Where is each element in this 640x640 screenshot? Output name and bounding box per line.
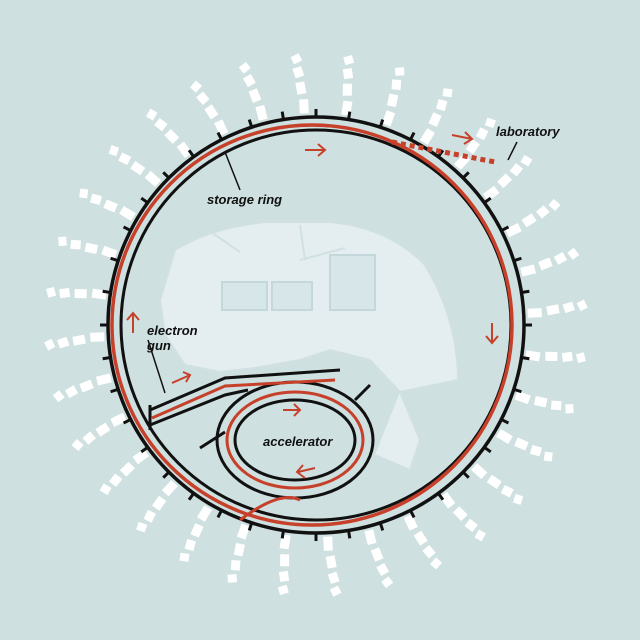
beamline: [381, 67, 405, 127]
beamline: [341, 55, 355, 116]
transfer-line: [239, 496, 301, 522]
ring-notch: [462, 471, 470, 479]
leader-lines: [147, 141, 518, 394]
ring-notch: [521, 289, 530, 294]
beamline: [482, 155, 533, 202]
beamline: [470, 463, 524, 505]
ring-notch: [140, 446, 149, 454]
beamline: [146, 108, 193, 159]
beamline: [364, 529, 394, 589]
ring-notch: [462, 171, 470, 179]
beamline: [227, 523, 251, 583]
ring-notch: [280, 111, 285, 120]
ring-notch: [513, 256, 522, 263]
ring-notch: [483, 446, 492, 454]
ring-notch: [102, 356, 111, 361]
beamline: [44, 332, 105, 351]
ring-notch: [102, 289, 111, 294]
ring-notch: [409, 509, 416, 519]
storage-ring-label: storage ring: [207, 192, 283, 207]
ring-notch: [437, 492, 445, 501]
laboratory-label: laboratory: [496, 124, 560, 139]
beamlines: [44, 53, 588, 597]
beamline: [527, 299, 588, 318]
beamline: [46, 286, 107, 300]
storage-ring-beam: [110, 123, 514, 527]
ring-notch: [378, 119, 385, 128]
beamline: [290, 53, 309, 114]
ring-notch: [378, 522, 385, 531]
central-building: [158, 221, 460, 472]
beamline: [514, 390, 574, 414]
electron-gun-line: [148, 368, 341, 522]
beamline: [71, 412, 127, 451]
ring-notch: [247, 522, 254, 531]
beamline: [99, 448, 150, 495]
ring-notch: [122, 418, 132, 425]
beamline: [439, 491, 486, 542]
beamline: [238, 61, 268, 121]
beamline: [323, 536, 342, 597]
electron-gun-label: electron gun: [147, 323, 198, 353]
ring-notch: [110, 387, 119, 394]
ring-notch: [513, 387, 522, 394]
storage-ring: [100, 109, 532, 541]
beamline: [403, 514, 442, 570]
beamline: [277, 534, 291, 595]
ring-notch: [280, 530, 285, 539]
ring-notch: [122, 225, 132, 232]
ring-notch: [187, 149, 195, 158]
ring-notch: [187, 492, 195, 501]
beamline: [108, 145, 162, 187]
beamline: [58, 236, 118, 260]
ring-notch: [140, 196, 149, 204]
beamline: [419, 88, 453, 145]
beamline: [79, 188, 136, 222]
beamline: [190, 80, 229, 136]
beamline: [525, 350, 586, 364]
beamline: [179, 505, 213, 562]
beamline: [136, 479, 178, 533]
ring-notch: [500, 418, 510, 425]
ring-notch: [500, 225, 510, 232]
ring-notch: [409, 131, 416, 141]
beamline: [52, 373, 112, 403]
ring-notch: [347, 111, 352, 120]
ring-notch: [162, 471, 170, 479]
ring-notch: [162, 171, 170, 179]
ring-notch: [347, 530, 352, 539]
accelerator-label: accelerator: [263, 434, 333, 449]
beamline: [520, 247, 580, 277]
ring-notch: [110, 256, 119, 263]
accelerator-beam: [225, 390, 365, 490]
beamline: [496, 428, 553, 462]
beamline: [505, 199, 561, 238]
gun-beam: [151, 378, 336, 420]
ring-notch: [216, 131, 223, 141]
ring-notch: [483, 196, 492, 204]
ring-notch: [216, 509, 223, 519]
arrow-icon: [126, 131, 499, 479]
ring-notch: [521, 356, 530, 361]
ring-notch: [247, 119, 254, 128]
